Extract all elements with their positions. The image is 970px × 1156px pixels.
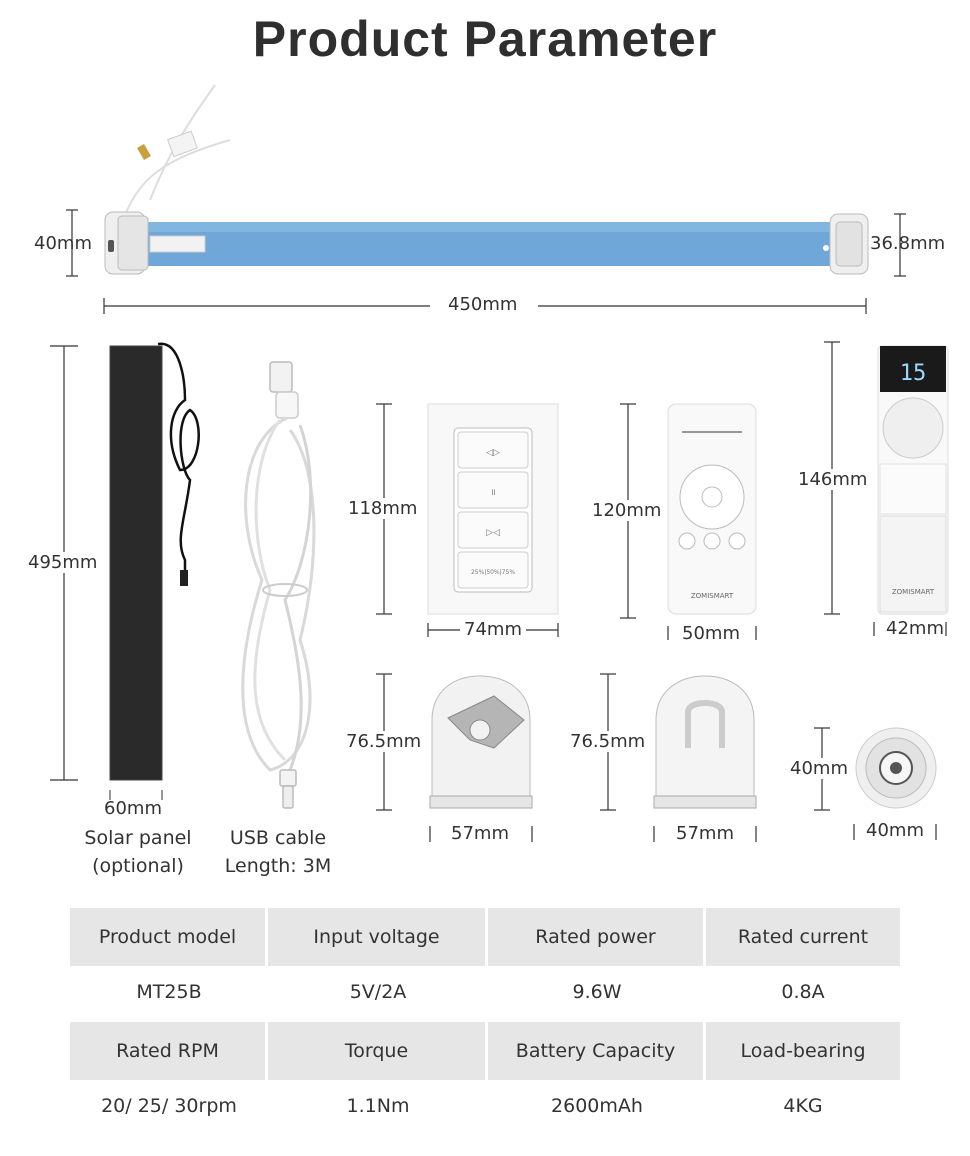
motor-length-dim: 450mm [448,294,518,315]
bracket2-width-dim: 57mm [676,823,734,844]
switch-height-dim: 118mm [348,498,418,519]
usb-cable-image [241,361,316,809]
motor-right-dim: 36.8mm [870,233,946,254]
table-header-cell: Product model [70,908,268,966]
remote-control-image: ZOMISMART [620,403,757,640]
table-cell: 0.8A [706,966,900,1018]
adapter-image [814,727,937,840]
bracket1-height-dim: 76.5mm [346,731,422,752]
table-header-cell: Rated RPM [70,1022,268,1080]
table-row: 20/ 25/ 30rpm 1.1Nm 2600mAh 4KG [70,1080,900,1132]
remote2-width-dim: 42mm [886,618,944,639]
table-header-cell: Rated current [706,908,900,966]
remote2-height-dim: 146mm [798,469,868,490]
solar-caption-line2: (optional) [92,855,184,877]
spec-table: Product model Input voltage Rated power … [70,908,900,1132]
table-cell: MT25B [70,966,268,1018]
bracket2-height-dim: 76.5mm [570,731,646,752]
page-title: Product Parameter [252,11,718,67]
table-header-cell: Input voltage [268,908,488,966]
bracket1-width-dim: 57mm [451,823,509,844]
table-header-cell: Load-bearing [706,1022,900,1080]
table-header-cell: Torque [268,1022,488,1080]
remote-height-dim: 120mm [592,500,662,521]
table-cell: 20/ 25/ 30rpm [70,1080,268,1132]
adapter-height-dim: 40mm [790,758,848,779]
table-cell: 1.1Nm [268,1080,488,1132]
table-cell: 9.6W [488,966,706,1018]
bracket-1-image [376,673,533,842]
adapter-width-dim: 40mm [866,820,924,841]
table-cell: 4KG [706,1080,900,1132]
table-cell: 5V/2A [268,966,488,1018]
remote-control-2-image: 15 ZOMISMART [824,341,949,636]
svg-text:◁▷: ◁▷ [486,448,500,458]
solar-caption: Solar panel (optional) [76,824,200,880]
table-cell: 2600mAh [488,1080,706,1132]
usb-caption: USB cable Length: 3M [218,824,338,880]
solar-width-dim: 60mm [104,798,162,819]
svg-text:▷◁: ▷◁ [486,528,500,538]
remote2-display: 15 [900,361,927,386]
usb-caption-line1: USB cable [229,827,327,849]
switch-bottom-label: 25%|50%|75% [471,569,515,576]
table-header-cell: Rated power [488,908,706,966]
table-header-row: Product model Input voltage Rated power … [70,908,900,966]
wall-switch-image: ◁▷ ॥ ▷◁ 25%|50%|75% [376,403,559,637]
remote-width-dim: 50mm [682,623,740,644]
switch-width-dim: 74mm [464,619,522,640]
solar-caption-line1: Solar panel [84,827,192,849]
remote2-brand: ZOMISMART [892,588,935,596]
table-row: MT25B 5V/2A 9.6W 0.8A [70,966,900,1018]
solar-height-dim: 495mm [28,552,98,573]
motor-image [66,84,906,314]
bracket-2-image [600,673,757,842]
table-header-row: Rated RPM Torque Battery Capacity Load-b… [70,1022,900,1080]
usb-caption-line2: Length: 3M [224,855,332,877]
table-header-cell: Battery Capacity [488,1022,706,1080]
remote-brand: ZOMISMART [691,592,734,600]
svg-text:॥: ॥ [490,488,495,498]
motor-left-dim: 40mm [34,233,92,254]
